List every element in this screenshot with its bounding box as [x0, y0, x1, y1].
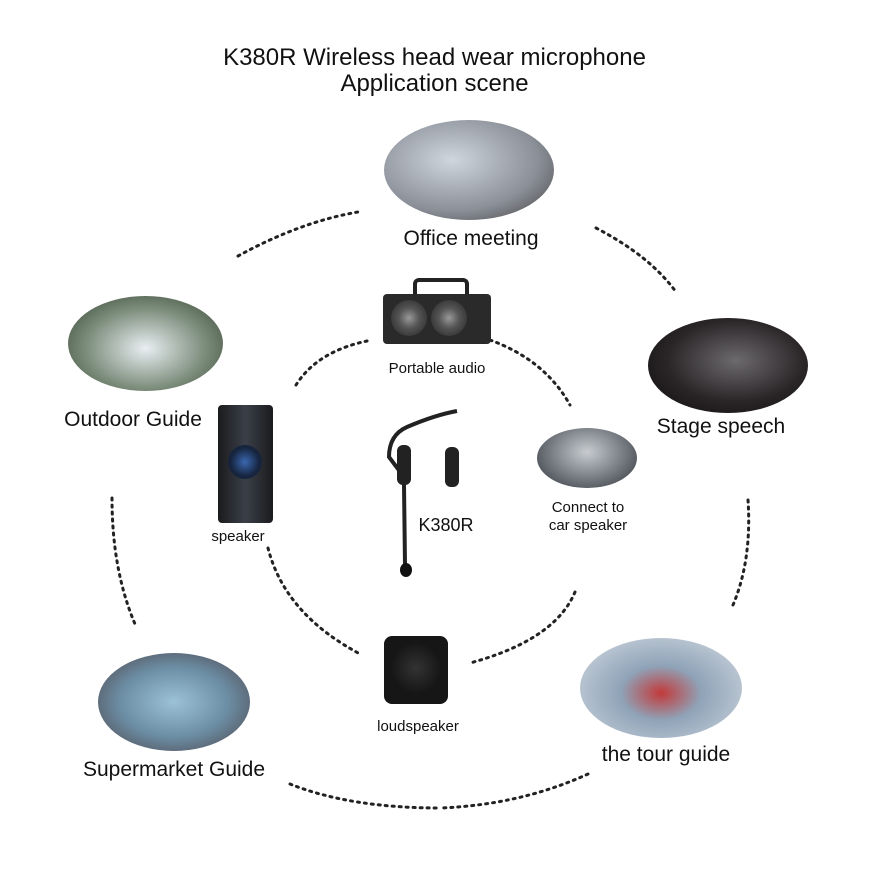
outer-arc-top-right	[594, 226, 678, 294]
stage-speech-photo	[648, 318, 808, 413]
speaker-label: speaker	[211, 528, 265, 545]
k380r-microphone-image	[386, 409, 459, 577]
title-line-1: K380R Wireless head wear microphone	[223, 44, 646, 71]
trolley-speaker-image	[218, 405, 273, 523]
k380r-label: K380R	[418, 515, 474, 535]
car-label-line-1: Connect to	[551, 499, 625, 516]
outer-arc-bottom-left	[288, 782, 442, 810]
outer-arc-top-left	[236, 210, 360, 258]
loudspeaker-label: loudspeaker	[377, 718, 459, 735]
inner-arc-right	[468, 590, 577, 665]
car-speaker-photo	[537, 428, 637, 488]
tour-guide-label: the tour guide	[601, 743, 731, 766]
outdoor-guide-photo	[68, 296, 223, 391]
inner-arc-left	[266, 546, 364, 657]
outer-arc-bottom-right	[438, 772, 590, 810]
car-label-line-2: car speaker	[548, 517, 628, 534]
title-line-2: Application scene	[340, 70, 529, 97]
stage-speech-label: Stage speech	[656, 415, 786, 438]
inner-arc-top-left	[294, 338, 374, 387]
tour-guide-photo	[580, 638, 742, 738]
portable-audio-label: Portable audio	[388, 360, 486, 377]
outer-arc-left	[110, 496, 137, 626]
portable-audio-image	[383, 278, 491, 346]
office-meeting-label: Office meeting	[403, 227, 539, 250]
inner-arc-top-right	[488, 338, 572, 407]
outer-arc-right	[731, 498, 751, 607]
outdoor-guide-label: Outdoor Guide	[64, 408, 202, 431]
supermarket-guide-photo	[98, 653, 250, 751]
supermarket-guide-label: Supermarket Guide	[82, 758, 266, 781]
loudspeaker-image	[384, 636, 448, 704]
office-meeting-photo	[384, 120, 554, 220]
